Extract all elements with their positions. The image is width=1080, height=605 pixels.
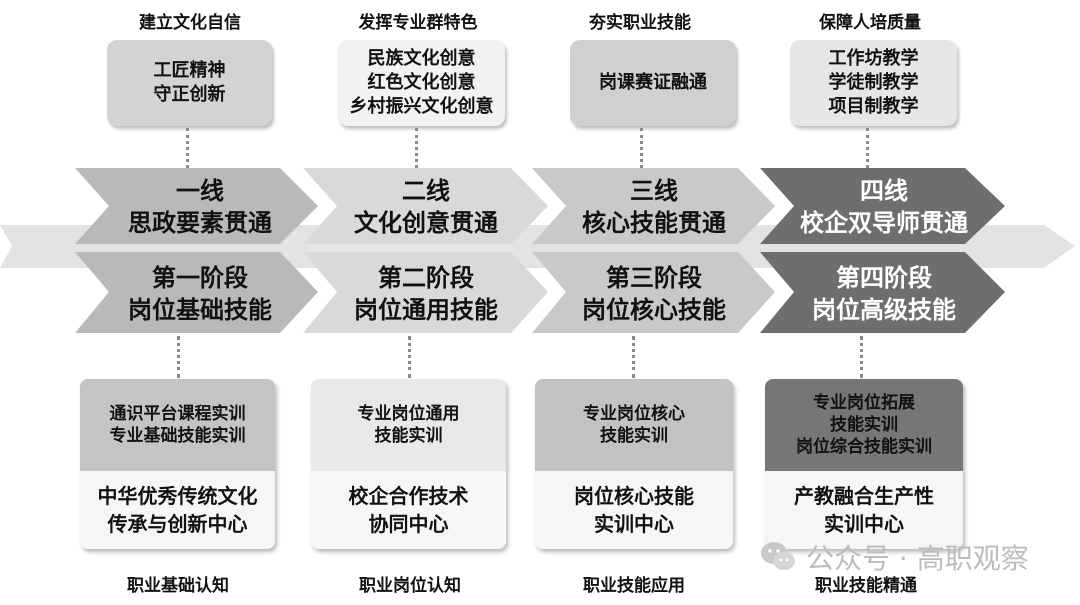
top-box-line: 民族文化创意 [367, 48, 476, 69]
card-upper-line: 专业岗位通用 [357, 404, 460, 424]
line-3-title: 三线 [630, 177, 678, 205]
column-1-top-label: 建立文化自信 [139, 13, 241, 33]
card-lower: 岗位核心技能 实训中心 [535, 471, 733, 549]
top-box-line: 工作坊教学 [828, 48, 919, 69]
stage-3-sub: 岗位核心技能 [582, 296, 726, 324]
chevron-line-4 [760, 168, 1005, 244]
top-box-line: 岗课赛证融通 [599, 72, 707, 93]
card-lower-line: 岗位核心技能 [574, 484, 694, 508]
column-3-card: 专业岗位核心 技能实训 岗位核心技能 实训中心 [535, 379, 733, 549]
column-2-top-box: 民族文化创意 红色文化创意 乡村振兴文化创意 [338, 40, 505, 126]
card-lower-line: 协同中心 [368, 512, 449, 536]
watermark-text: 公众号 · 高职观察 [806, 542, 1029, 575]
stage-4-title: 第四阶段 [836, 264, 932, 292]
top-box-line: 工匠精神 [153, 60, 226, 81]
card-upper: 专业岗位核心 技能实训 [535, 379, 733, 471]
top-box-line: 守正创新 [153, 84, 226, 105]
stage-2-sub: 岗位通用技能 [354, 296, 498, 324]
top-box-line: 乡村振兴文化创意 [349, 96, 494, 117]
stage-2-title: 第二阶段 [378, 264, 474, 292]
connector-top-3 [640, 128, 643, 168]
column-3-top-label: 夯实职业技能 [589, 13, 691, 33]
card-upper: 专业岗位通用 技能实训 [311, 379, 506, 471]
card-upper-line: 通识平台课程实训 [109, 404, 246, 424]
card-upper-line: 岗位综合技能实训 [796, 437, 932, 457]
card-lower-line: 中华优秀传统文化 [97, 484, 258, 508]
stage-1-sub: 岗位基础技能 [128, 296, 272, 324]
watermark: 公众号 · 高职观察 [758, 537, 1029, 577]
line-2-sub: 文化创意贯通 [354, 209, 498, 237]
stage-3-title: 第三阶段 [606, 264, 702, 292]
chevron-line-1 [75, 168, 318, 244]
card-upper-line: 专业岗位核心 [583, 404, 685, 424]
card-lower-line: 实训中心 [824, 512, 904, 536]
column-4-top-box: 工作坊教学 学徒制教学 项目制教学 [790, 40, 957, 126]
card-upper-line: 专业岗位拓展 [813, 393, 915, 413]
column-4-bottom-label: 职业技能精通 [815, 576, 917, 596]
column-4-top-label: 保障人培质量 [819, 13, 921, 33]
line-2-title: 二线 [402, 177, 450, 205]
column-2-bottom-label: 职业岗位认知 [359, 576, 461, 596]
connector-bottom-2 [408, 336, 411, 378]
column-3-bottom-label: 职业技能应用 [583, 576, 685, 596]
column-2-top-label: 发挥专业群特色 [358, 13, 478, 33]
card-upper-line: 技能实训 [830, 415, 898, 435]
card-lower: 校企合作技术 协同中心 [311, 471, 506, 549]
line-1-title: 一线 [176, 177, 224, 205]
column-2-card: 专业岗位通用 技能实训 校企合作技术 协同中心 [311, 379, 506, 549]
card-lower-line: 实训中心 [594, 512, 674, 536]
stage-1-title: 第一阶段 [152, 264, 248, 292]
wechat-icon [761, 542, 795, 570]
connector-top-2 [415, 128, 418, 168]
chevron-stage-2 [303, 252, 548, 333]
line-3-sub: 核心技能贯通 [582, 209, 726, 237]
top-box-line: 项目制教学 [828, 96, 919, 117]
chevron-stage-4 [760, 252, 1005, 333]
chevron-line-3 [532, 168, 775, 244]
connector-bottom-3 [632, 336, 635, 378]
card-upper-line: 技能实训 [374, 426, 443, 446]
top-box-line: 红色文化创意 [367, 72, 476, 93]
card-lower: 产教融合生产性 实训中心 [765, 471, 963, 549]
column-3-top-box: 岗课赛证融通 [570, 40, 736, 126]
chevron-line-2 [303, 168, 548, 244]
connector-bottom-1 [177, 336, 180, 378]
stage-4-sub: 岗位高级技能 [812, 296, 956, 324]
card-upper: 通识平台课程实训 专业基础技能实训 [80, 379, 275, 471]
connector-bottom-4 [860, 336, 863, 378]
card-upper: 专业岗位拓展 技能实训 岗位综合技能实训 [765, 379, 963, 471]
connector-top-1 [186, 128, 189, 168]
chevron-stage-3 [532, 252, 775, 333]
line-1-sub: 思政要素贯通 [128, 209, 272, 237]
column-1-top-box: 工匠精神 守正创新 [107, 40, 272, 126]
card-upper-line: 专业基础技能实训 [109, 426, 246, 446]
connector-top-4 [866, 128, 869, 168]
column-4-card: 专业岗位拓展 技能实训 岗位综合技能实训 产教融合生产性 实训中心 [765, 379, 963, 549]
top-box-line: 学徒制教学 [828, 72, 919, 93]
card-lower-line: 产教融合生产性 [794, 484, 934, 508]
card-lower-line: 传承与创新中心 [107, 512, 248, 536]
column-1-card: 通识平台课程实训 专业基础技能实训 中华优秀传统文化 传承与创新中心 [80, 379, 275, 549]
card-upper-line: 技能实训 [600, 426, 668, 446]
card-lower: 中华优秀传统文化 传承与创新中心 [80, 471, 275, 549]
column-1-bottom-label: 职业基础认知 [127, 576, 229, 596]
line-4-sub: 校企双导师贯通 [800, 209, 968, 237]
card-lower-line: 校企合作技术 [348, 484, 469, 508]
line-4-title: 四线 [860, 177, 908, 205]
chevron-stage-1 [75, 252, 318, 333]
